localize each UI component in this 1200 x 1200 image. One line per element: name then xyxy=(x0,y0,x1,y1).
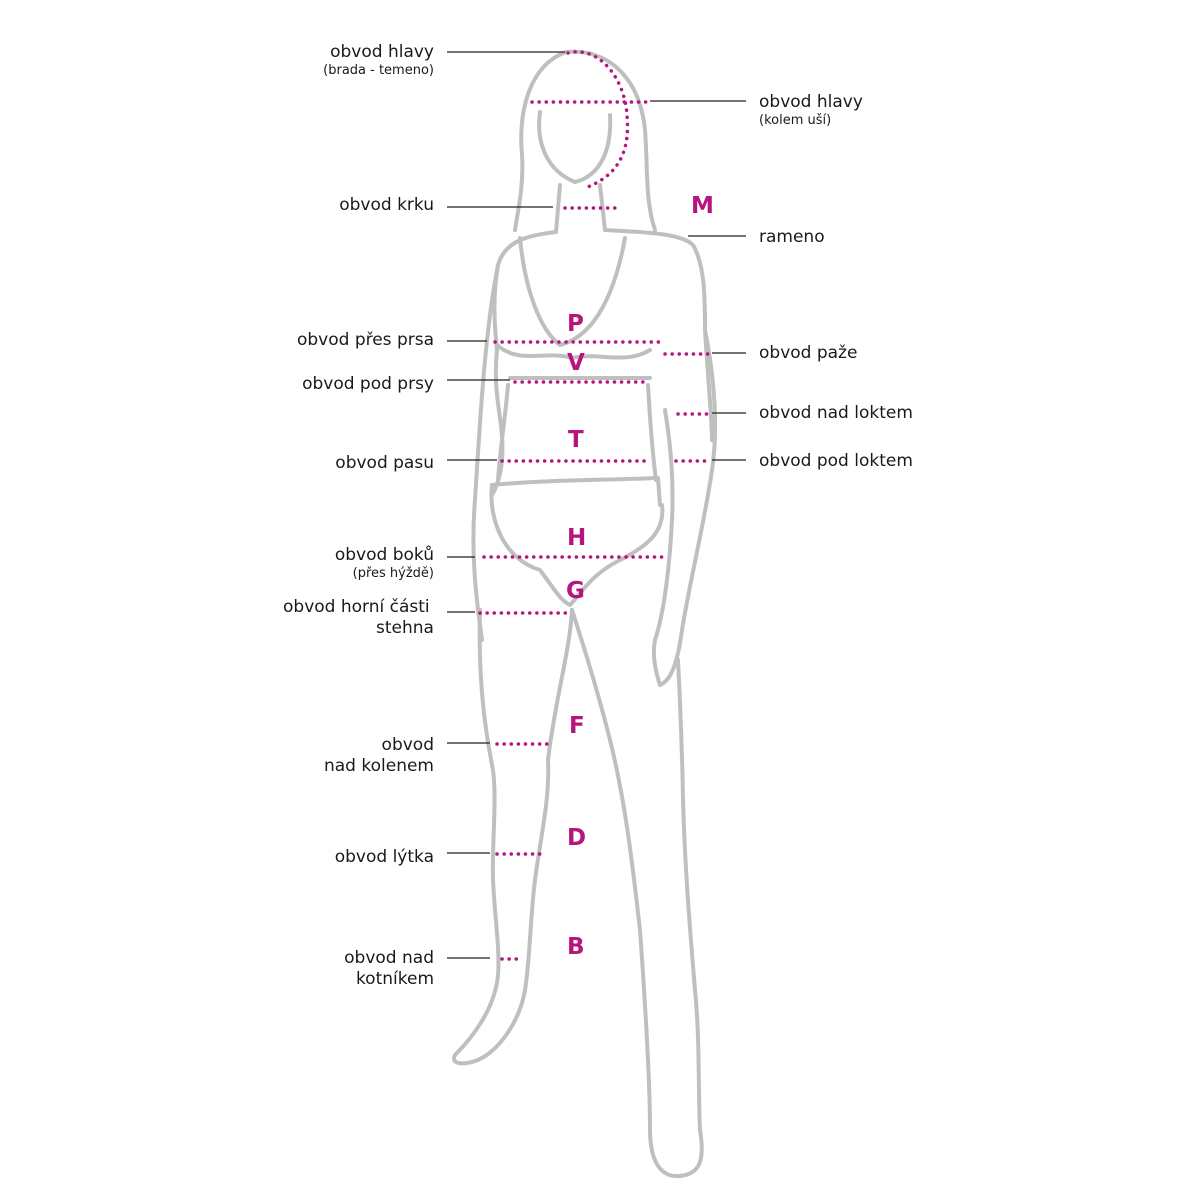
label-head-chin-crown: obvod hlavy (brada - temeno) xyxy=(323,42,434,78)
letter-t: T xyxy=(568,427,584,453)
letter-b: B xyxy=(567,934,585,960)
letter-g: G xyxy=(566,578,585,604)
label-below-elbow: obvod pod loktem xyxy=(759,451,913,471)
label-calf: obvod lýtka xyxy=(334,847,434,867)
label-waist: obvod pasu xyxy=(335,453,434,473)
label-upper-thigh: obvod horní části stehna xyxy=(283,597,434,638)
letter-h: H xyxy=(567,525,587,551)
letter-d: D xyxy=(567,825,587,851)
label-neck: obvod krku xyxy=(339,195,434,215)
label-above-elbow: obvod nad loktem xyxy=(759,403,913,423)
label-underbust: obvod pod prsy xyxy=(302,374,434,394)
label-head-ears: obvod hlavy (kolem uší) xyxy=(759,92,863,128)
label-bust: obvod přes prsa xyxy=(296,330,434,350)
letter-m: M xyxy=(691,193,714,219)
label-shoulder: rameno xyxy=(759,227,825,247)
label-arm: obvod paže xyxy=(759,343,858,363)
label-hips: obvod boků (přes hýždě) xyxy=(334,545,434,581)
letter-p: P xyxy=(567,311,584,337)
label-above-knee: obvod nad kolenem xyxy=(323,735,434,776)
label-above-ankle: obvod nad kotníkem xyxy=(344,948,434,989)
letter-f: F xyxy=(569,713,585,739)
letter-v: V xyxy=(567,350,585,376)
